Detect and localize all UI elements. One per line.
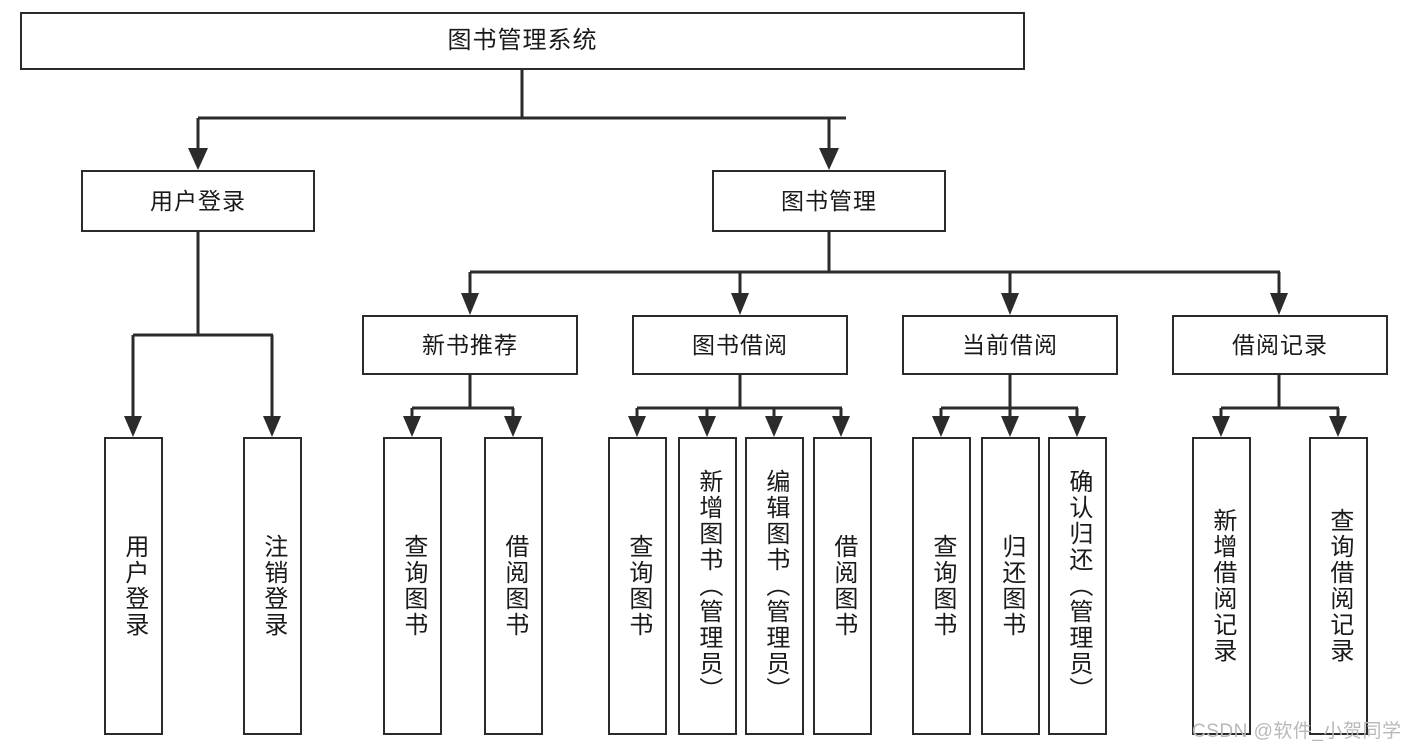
node-root-label: 图书管理系统 (447, 27, 598, 55)
node-new-book-recommend-label: 新书推荐 (422, 331, 518, 358)
node-user-login-label: 用户登录 (150, 187, 246, 214)
arrowhead-leaf-user-login (124, 416, 142, 437)
arrowhead-leaf-add-record (1212, 416, 1230, 437)
node-leaf-borrow-books-rec[interactable]: 借阅图书 (484, 437, 543, 735)
node-root-system[interactable]: 图书管理系统 (20, 12, 1025, 70)
node-leaf-query-record-label: 查询借阅记录 (1325, 508, 1353, 664)
arrowhead-record (1270, 293, 1288, 315)
node-book-borrow-label: 图书借阅 (692, 331, 788, 358)
arrowhead-book-management (819, 148, 839, 170)
arrowhead-leaf-query-books-rec (403, 416, 421, 437)
arrowhead-leaf-borrow-books-rec (504, 416, 522, 437)
node-leaf-confirm-return[interactable]: 确认归还（管理员） (1048, 437, 1107, 735)
node-current-borrow-label: 当前借阅 (962, 331, 1058, 358)
node-leaf-edit-book[interactable]: 编辑图书（管理员） (745, 437, 804, 735)
arrowhead-leaf-user-logout (263, 416, 281, 437)
node-leaf-user-login-label: 用户登录 (120, 534, 148, 638)
node-leaf-borrow-books-rec-label: 借阅图书 (500, 534, 528, 638)
node-leaf-edit-book-label: 编辑图书（管理员） (761, 469, 789, 703)
node-leaf-add-book[interactable]: 新增图书（管理员） (678, 437, 737, 735)
node-leaf-user-logout[interactable]: 注销登录 (243, 437, 302, 735)
node-leaf-add-record-label: 新增借阅记录 (1208, 508, 1236, 664)
node-leaf-query-books-current-label: 查询图书 (928, 534, 956, 638)
node-leaf-borrow-book[interactable]: 借阅图书 (813, 437, 872, 735)
arrowhead-leaf-edit-book (765, 416, 783, 437)
arrowhead-user-login (188, 148, 208, 170)
watermark-text: CSDN @软件_小贺同学 (1192, 721, 1402, 742)
node-book-borrow[interactable]: 图书借阅 (632, 315, 848, 375)
node-leaf-confirm-return-label: 确认归还（管理员） (1064, 469, 1092, 703)
node-user-login[interactable]: 用户登录 (81, 170, 315, 232)
arrowhead-leaf-query-books-current (932, 416, 950, 437)
node-leaf-query-record[interactable]: 查询借阅记录 (1309, 437, 1368, 735)
arrowhead-leaf-confirm-return (1068, 416, 1086, 437)
node-new-book-recommend[interactable]: 新书推荐 (362, 315, 578, 375)
node-leaf-return-book[interactable]: 归还图书 (981, 437, 1040, 735)
node-leaf-query-books-borrow-label: 查询图书 (624, 534, 652, 638)
node-book-management[interactable]: 图书管理 (712, 170, 946, 232)
arrowhead-recommend (461, 293, 479, 315)
node-current-borrow[interactable]: 当前借阅 (902, 315, 1118, 375)
node-leaf-add-record[interactable]: 新增借阅记录 (1192, 437, 1251, 735)
arrowhead-leaf-return-book (1001, 416, 1019, 437)
arrowhead-leaf-query-record (1329, 416, 1347, 437)
node-leaf-query-books-rec[interactable]: 查询图书 (383, 437, 442, 735)
node-leaf-user-logout-label: 注销登录 (259, 534, 287, 638)
node-borrow-record[interactable]: 借阅记录 (1172, 315, 1388, 375)
node-leaf-query-books-rec-label: 查询图书 (399, 534, 427, 638)
arrowhead-leaf-borrow-book (832, 416, 850, 437)
node-borrow-record-label: 借阅记录 (1232, 331, 1328, 358)
node-leaf-borrow-book-label: 借阅图书 (829, 534, 857, 638)
node-leaf-query-books-borrow[interactable]: 查询图书 (608, 437, 667, 735)
arrowhead-current (1001, 293, 1019, 315)
arrowhead-borrow (731, 293, 749, 315)
node-leaf-user-login[interactable]: 用户登录 (104, 437, 163, 735)
node-leaf-add-book-label: 新增图书（管理员） (694, 469, 722, 703)
node-leaf-query-books-current[interactable]: 查询图书 (912, 437, 971, 735)
node-leaf-return-book-label: 归还图书 (997, 534, 1025, 638)
arrowhead-leaf-add-book (698, 416, 716, 437)
arrowhead-leaf-query-books-borrow (628, 416, 646, 437)
node-book-management-label: 图书管理 (781, 187, 877, 214)
